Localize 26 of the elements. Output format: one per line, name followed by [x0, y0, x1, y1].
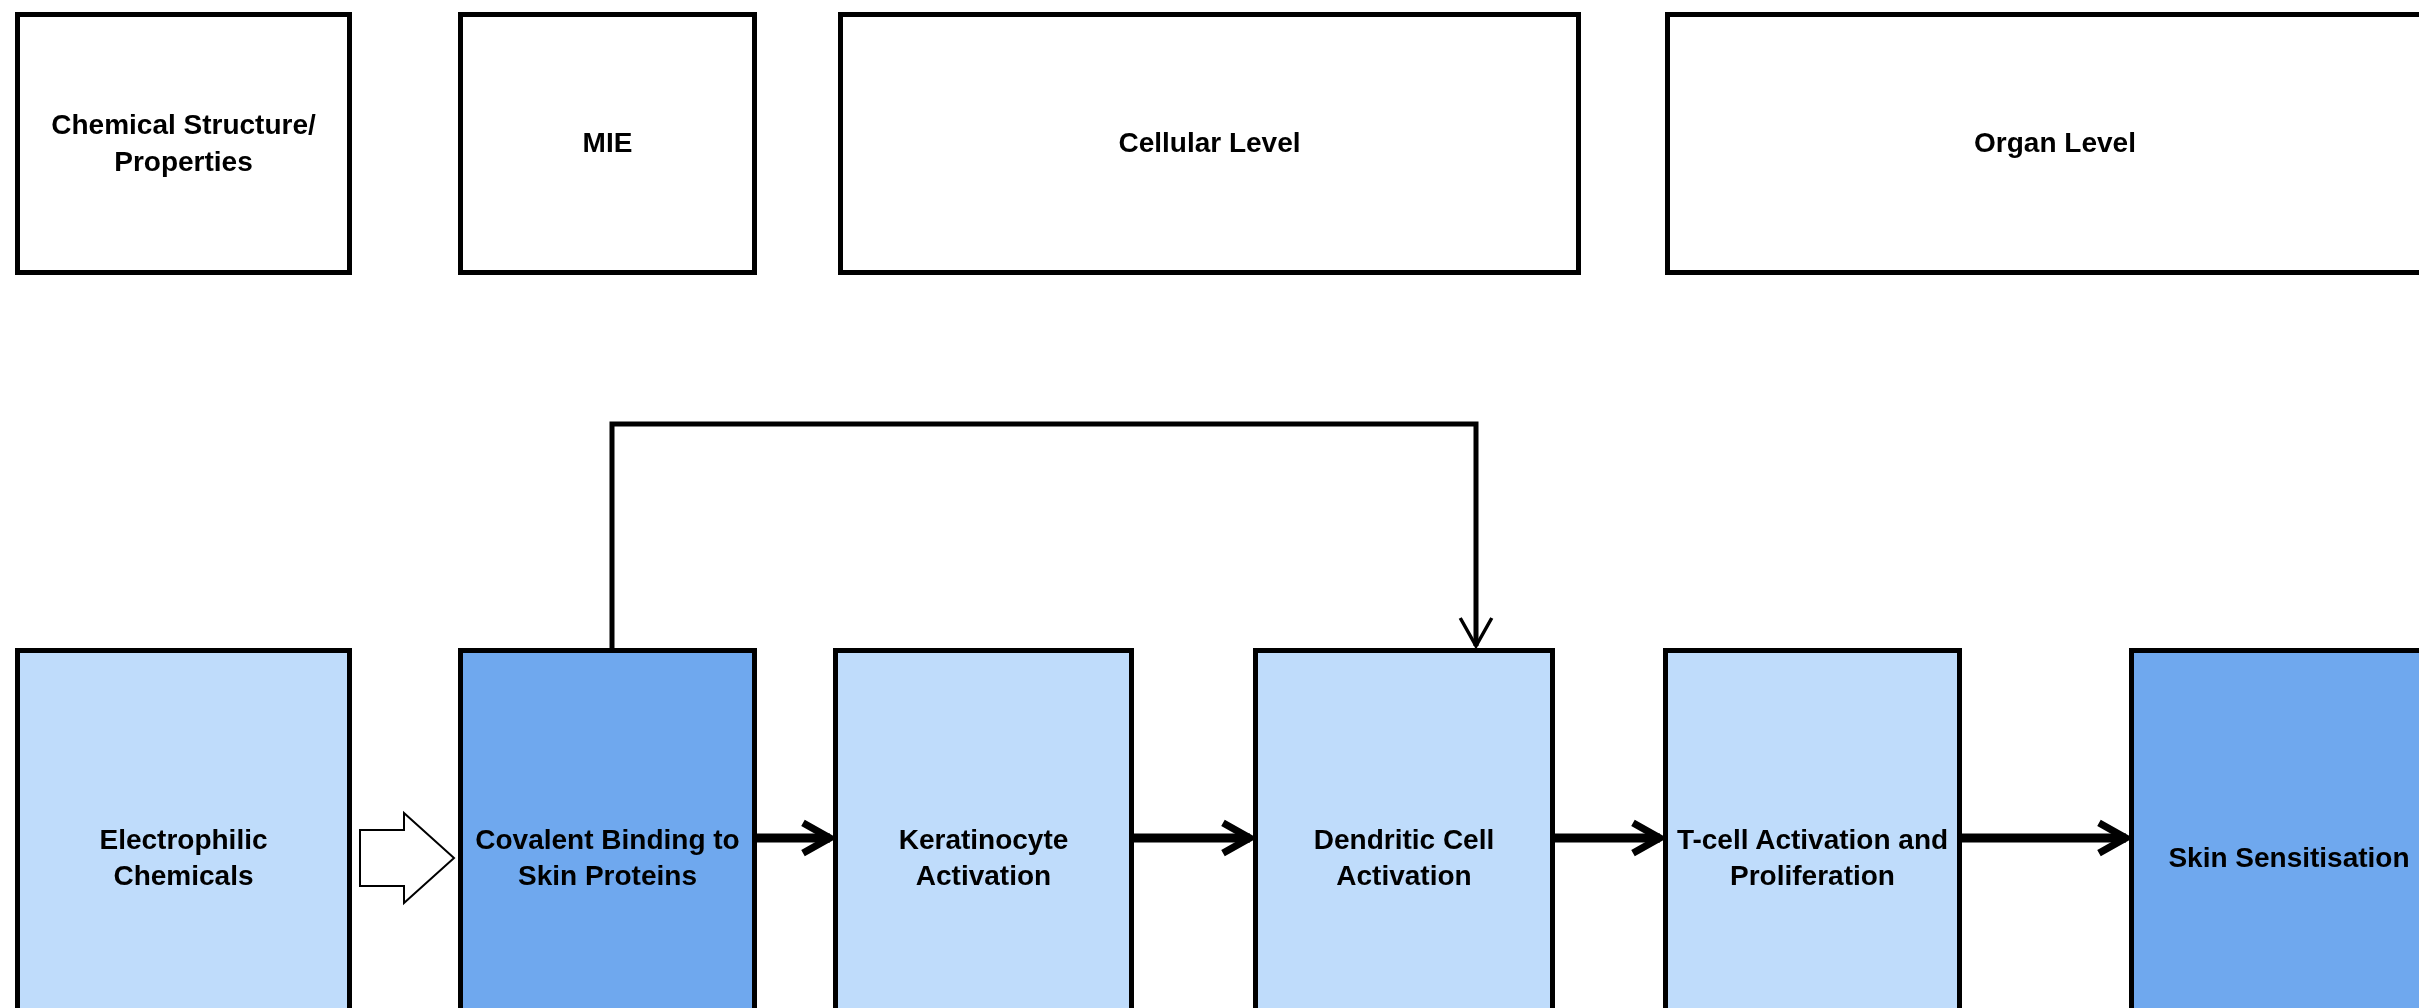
- process-box: [2129, 648, 2419, 1008]
- node-label: Cellular Level: [1118, 126, 1301, 161]
- hollow-arrow: [359, 810, 456, 906]
- process-box: [458, 648, 757, 1008]
- level-header: [458, 12, 757, 275]
- node-label: Skin Sensitisation: [2168, 840, 2410, 875]
- arrow: [757, 819, 834, 857]
- node-label: Organ Level: [1974, 126, 2136, 161]
- node-label: Keratinocyte Activation: [897, 822, 1070, 893]
- level-header: [15, 12, 352, 275]
- node-label: Covalent Binding to Skin Proteins: [474, 822, 741, 893]
- arrow: [1962, 819, 2130, 857]
- process-box: [1253, 648, 1555, 1008]
- process-box: [1663, 648, 1962, 1008]
- level-header: [1665, 12, 2419, 275]
- connector-arrow: [609, 421, 1494, 648]
- node-label: T-cell Activation and Proliferation: [1676, 822, 1949, 893]
- node-label: MIE: [582, 126, 633, 161]
- process-box: [15, 648, 352, 1008]
- node-label: Dendritic Cell Activation: [1312, 822, 1496, 893]
- node-label: Electrophilic Chemicals: [98, 822, 269, 893]
- node-label: Chemical Structure/ Properties: [50, 108, 317, 179]
- level-header: [838, 12, 1581, 275]
- process-box: [833, 648, 1134, 1008]
- arrow: [1134, 819, 1254, 857]
- arrow: [1555, 819, 1664, 857]
